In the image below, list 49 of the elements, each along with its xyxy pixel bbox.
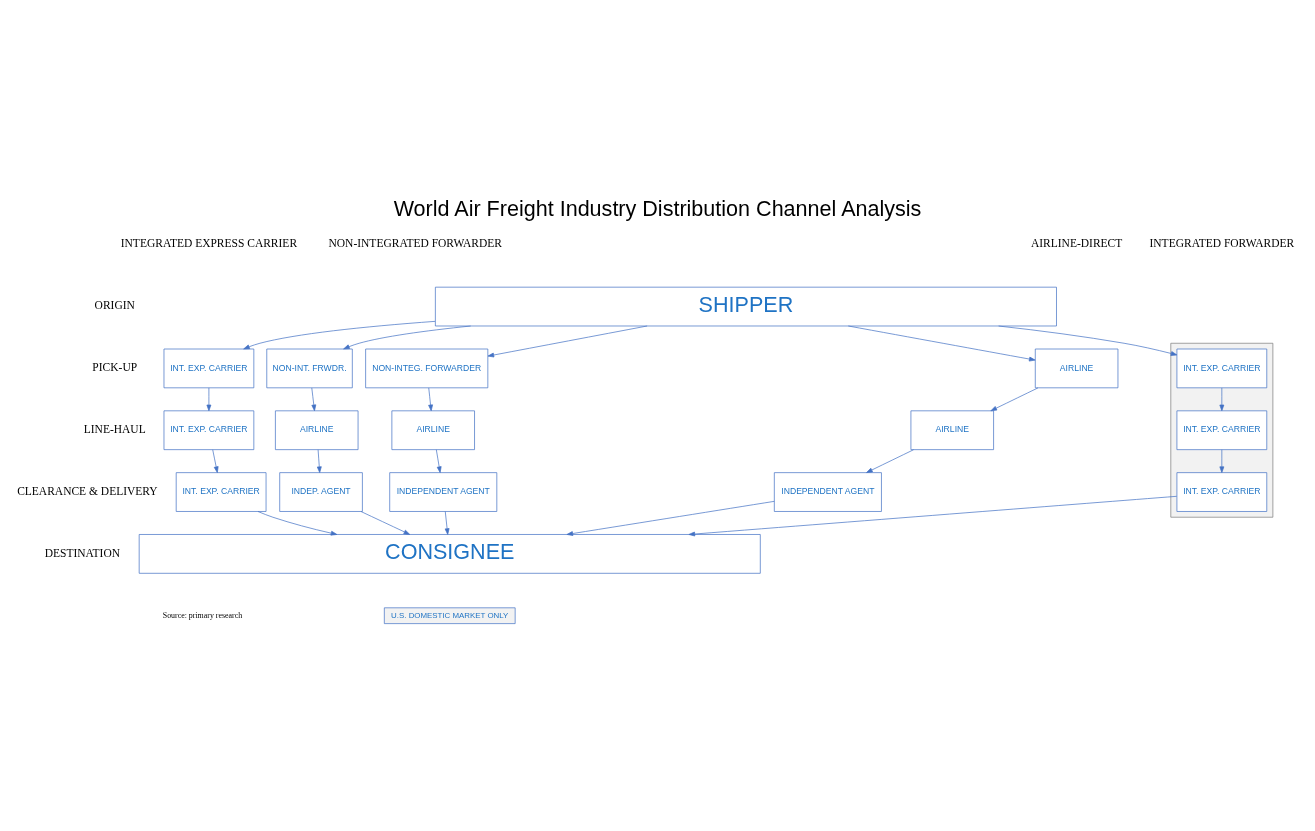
arrow [444,511,450,535]
node-box: NON-INTEG. FORWARDER [365,348,489,389]
arrow [566,500,775,536]
label: DESTINATION [44,546,121,559]
arrow [1219,449,1225,473]
arrow [206,387,212,412]
arrow [311,387,317,412]
label: CLEARANCE & DELIVERY [17,484,158,497]
node-box: CONSIGNEE [138,534,761,574]
label: PICK-UP [92,361,138,374]
node-box: AIRLINE [275,410,359,450]
arrow [998,325,1178,356]
label: AIRLINE-DIRECT [1030,237,1123,250]
diagram-title: World Air Freight Industry Distribution Channel Analysis [393,196,922,221]
node-box: AIRLINE [910,410,994,450]
node-box: INDEP. AGENT [279,472,363,512]
label: LINE-HAUL [83,422,146,435]
node-box: INT. EXP. CARRIER [175,472,267,512]
node-box: INT. EXP. CARRIER [1176,348,1268,389]
arrow [343,325,472,350]
legend-label: U.S. DOMESTIC MARKET ONLY [391,610,509,620]
node-box: AIRLINE [1034,348,1119,389]
arrow [316,449,322,473]
arrow [360,511,411,535]
label: INTEGRATED EXPRESS CARRIER [120,237,298,250]
arrow [257,511,338,536]
arrow [487,325,648,358]
arrow [847,325,1036,362]
label: ORIGIN [94,299,135,312]
arrow [1219,387,1225,412]
node-box: INT. EXP. CARRIER [163,348,255,389]
label: NON-INTEGRATED FORWARDER [328,237,502,250]
arrow [866,449,914,473]
arrow [243,321,436,350]
node-box: INDEPENDENT AGENT [389,472,498,512]
node-box: NON-INT. FRWDR. [266,348,353,389]
node-box: INDEPENDENT AGENT [773,472,882,512]
arrow [212,449,219,473]
label: INTEGRATED FORWARDER [1149,237,1295,250]
arrow [428,387,433,412]
node-box: INT. EXP. CARRIER [1176,472,1268,512]
node-box: INT. EXP. CARRIER [1176,410,1268,450]
arrow [688,495,1178,537]
arrow [990,387,1039,412]
node-box: AIRLINE [391,410,475,450]
node-box: SHIPPER [435,286,1057,327]
arrow [435,449,442,473]
node-box: INT. EXP. CARRIER [163,410,255,450]
label: Source: primary research [162,610,243,620]
